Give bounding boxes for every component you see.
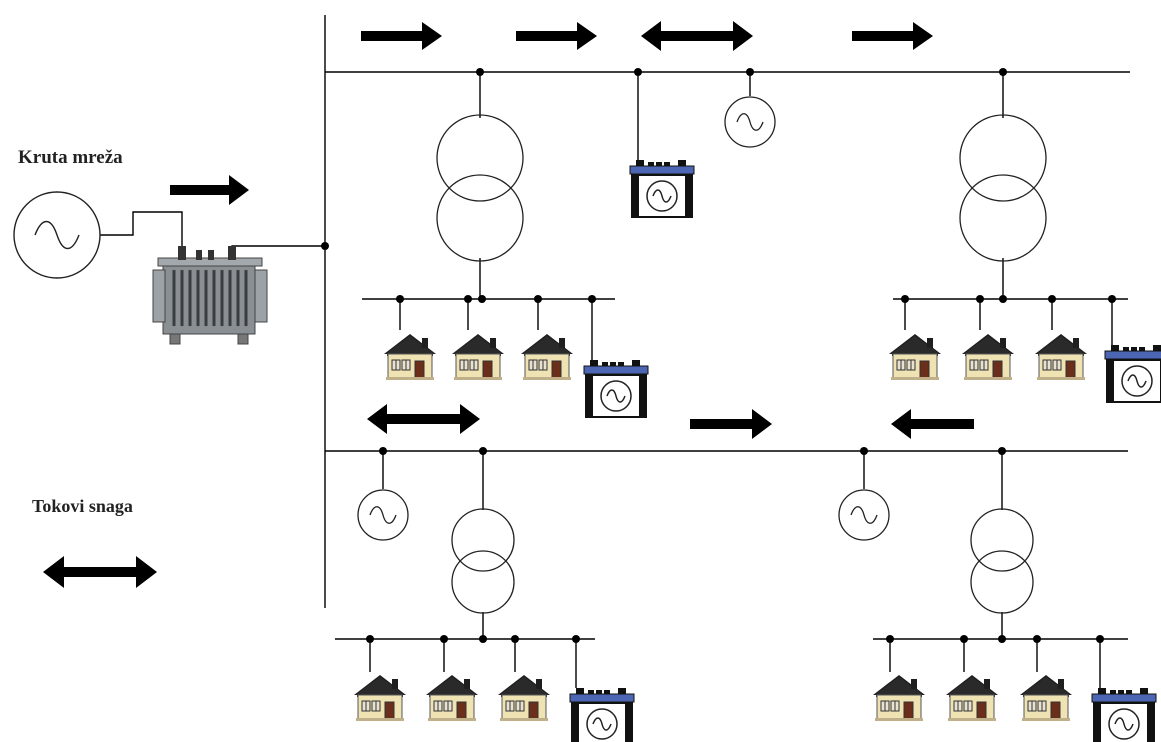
battery-inverter-icon: [1091, 687, 1157, 742]
power-flows-label: Tokovi snaga: [32, 496, 133, 516]
arrow-right-icon: [170, 175, 249, 205]
house-icon: [888, 333, 942, 381]
house-icon: [353, 674, 407, 722]
house-icon: [1019, 674, 1073, 722]
arrow-right-icon: [690, 409, 772, 439]
bus-nodes: [321, 68, 1116, 643]
battery-inverter-icon: [569, 687, 635, 742]
power-transformer-icon: [152, 246, 268, 345]
transformer-icon: [451, 508, 515, 614]
double-arrow-icon: [367, 404, 480, 434]
grid-source-icon: [13, 191, 101, 279]
house-icon: [451, 333, 505, 381]
ac-source-icon: [357, 489, 409, 541]
battery-inverter-icon: [629, 159, 695, 219]
house-icon: [872, 674, 926, 722]
ac-source-icon: [838, 489, 890, 541]
battery-inverter-icon: [1104, 344, 1161, 404]
house-icon: [1034, 333, 1088, 381]
house-icon: [425, 674, 479, 722]
grid-label: Kruta mreža: [18, 147, 123, 168]
arrow-left-icon: [891, 409, 974, 439]
arrow-right-icon: [516, 22, 597, 50]
house-icon: [497, 674, 551, 722]
arrow-right-icon: [852, 22, 933, 50]
transformer-icon: [959, 114, 1047, 262]
house-icon: [961, 333, 1015, 381]
transformer-icon: [436, 114, 524, 262]
transformer-icon: [970, 508, 1034, 614]
battery-inverter-icon: [583, 359, 649, 419]
house-icon: [383, 333, 437, 381]
ac-source-icon: [724, 96, 776, 148]
house-icon: [520, 333, 574, 381]
double-arrow-icon: [641, 21, 753, 51]
arrow-right-icon: [361, 22, 442, 50]
legend-double-arrow-icon: [43, 556, 157, 588]
house-icon: [945, 674, 999, 722]
bus-lines: [100, 15, 1130, 688]
